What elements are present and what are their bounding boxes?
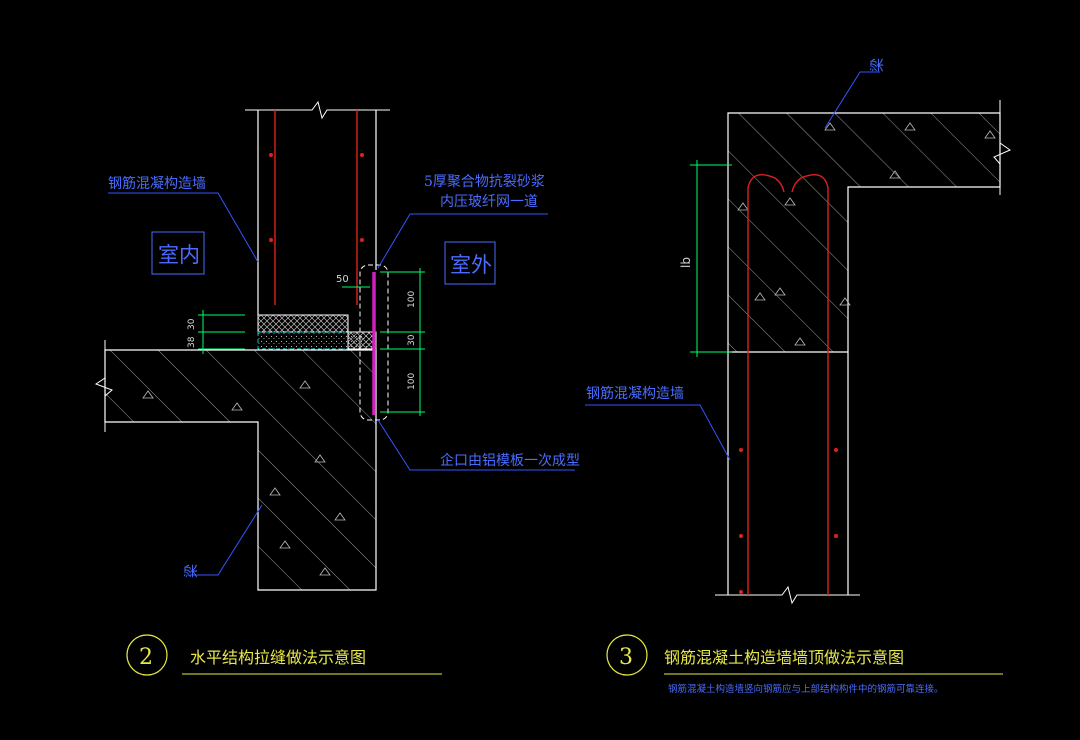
wall-label: 钢筋混凝构造墙	[108, 175, 206, 192]
figure-3-title: 钢筋混凝土构造墙墙顶做法示意图	[664, 648, 904, 667]
figure-2-number: 2	[139, 645, 153, 670]
wall-label-fig3: 钢筋混凝构造墙	[586, 385, 684, 402]
dim-30-right-text: 30	[407, 334, 417, 346]
dim-100-top-text: 100	[407, 291, 417, 308]
beam-label-fig2: 梁	[184, 564, 200, 578]
figure-3: lb 梁 钢筋混凝构造墙 3 钢筋混凝土构造墙墙顶做法示意图 钢筋混凝土构造墙竖…	[585, 58, 1012, 695]
leaders-fig2	[108, 192, 575, 576]
dim-38-text: 38	[187, 336, 197, 348]
beam-and-wall-top	[727, 100, 1012, 353]
dim-50-text: 50	[336, 274, 349, 285]
upper-wall	[245, 100, 390, 315]
dimensions-fig2	[198, 268, 425, 416]
wall-lower	[715, 352, 860, 605]
indoor-box	[151, 231, 205, 275]
leaders-fig3	[585, 71, 880, 461]
mortar-layer	[359, 264, 389, 421]
indoor-label: 室内	[158, 243, 200, 267]
mortar-label-line1: 5厚聚合物抗裂砂浆	[424, 174, 545, 190]
dim-lb	[690, 160, 732, 357]
mortar-label-line2: 内压玻纤网一道	[440, 194, 538, 210]
rebar-fig3	[747, 174, 829, 595]
figure-3-note: 钢筋混凝土构造墙竖向钢筋应与上部结构构件中的钢筋可靠连接。	[668, 683, 944, 695]
dim-30-left-text: 30	[187, 318, 197, 330]
figure-2-title: 水平结构拉缝做法示意图	[190, 648, 366, 667]
dim-100-bottom-text: 100	[407, 373, 417, 390]
figure-2: 50 100 30 100 30 38 钢筋混凝构造墙 室内 室外 5厚聚合物抗…	[94, 100, 580, 676]
slab-and-beam	[94, 340, 377, 591]
joint-label: 企口由铝模板一次成型	[440, 452, 580, 469]
figure-2-number-circle	[126, 634, 168, 676]
figure-3-number: 3	[619, 645, 633, 670]
outdoor-label: 室外	[450, 253, 492, 277]
figure-3-number-circle	[606, 634, 648, 676]
outdoor-box	[444, 241, 496, 285]
beam-label-fig3: 梁	[870, 58, 886, 72]
dim-lb-text: lb	[679, 257, 693, 268]
joint-layers	[257, 314, 377, 350]
rebar-dots-fig3	[739, 448, 838, 594]
